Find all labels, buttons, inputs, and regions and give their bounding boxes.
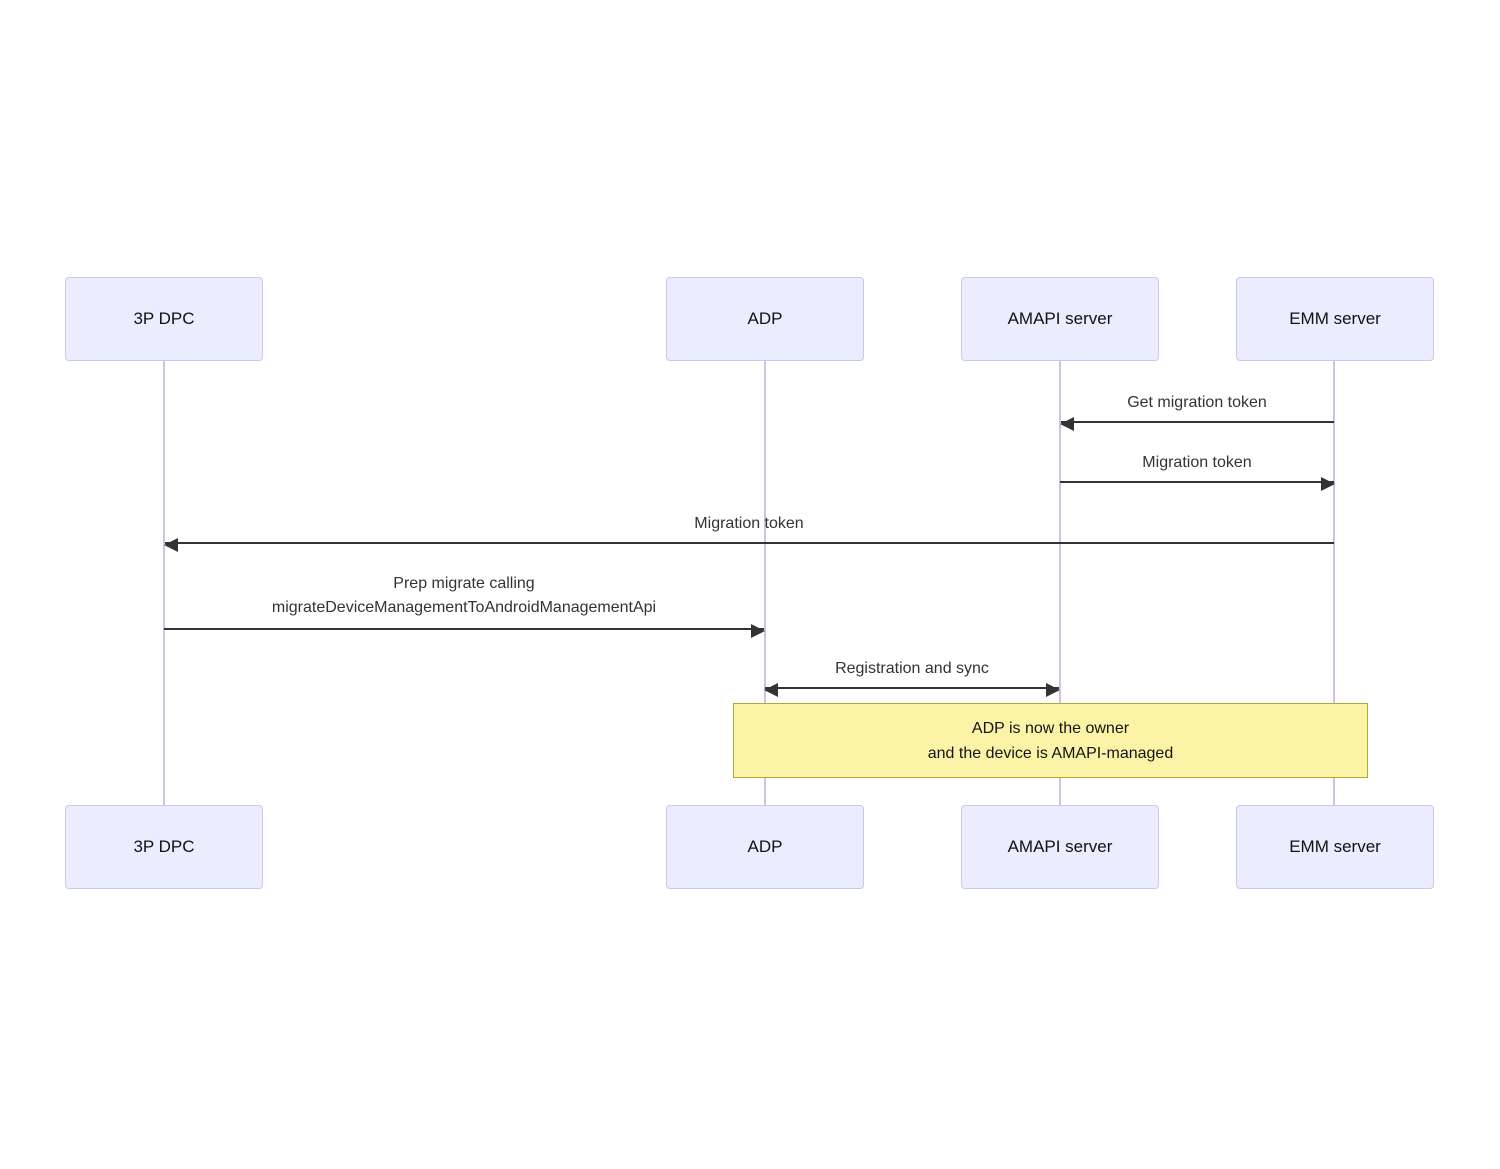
actor-top-emm-server: EMM server [1236,277,1434,361]
lifeline-emm-server [1333,361,1335,806]
actor-top-amapi-server: AMAPI server [961,277,1159,361]
message-label-prep-migrate: Prep migrate calling migrateDeviceManage… [271,575,657,616]
lifeline-amapi-server [1059,361,1061,806]
message-label-get-migration-token: Get migration token [1127,394,1267,411]
actor-label: AMAPI server [1007,837,1113,856]
message-line-prep-migrate [164,624,765,638]
actor-label: 3P DPC [133,837,195,856]
arrowhead-right-icon [1321,477,1335,491]
message-label-migration-token-reply: Migration token [1142,454,1252,471]
arrowhead-left-icon [764,683,778,697]
lifeline-3p-dpc [163,361,165,806]
message-label-migration-token-to-dpc: Migration token [694,515,804,532]
actor-label: 3P DPC [133,309,195,328]
actor-label: EMM server [1289,837,1381,856]
message-label-registration-and-sync: Registration and sync [835,660,989,677]
message-line-registration-and-sync [764,683,1060,697]
note-adp-owner: ADP is now the owner and the device is A… [733,703,1368,778]
arrowhead-left-icon [164,538,178,552]
lifeline-adp [764,361,766,806]
arrowhead-left-icon [1060,417,1074,431]
actor-bottom-3p-dpc: 3P DPC [65,805,263,889]
actor-label: ADP [747,837,783,856]
arrowhead-right-icon [751,624,765,638]
actor-top-3p-dpc: 3P DPC [65,277,263,361]
actor-bottom-emm-server: EMM server [1236,805,1434,889]
actor-top-adp: ADP [666,277,864,361]
arrowhead-right-icon [1046,683,1060,697]
actor-label: AMAPI server [1007,309,1113,328]
actor-label: ADP [747,309,783,328]
message-line-get-migration-token [1060,417,1334,431]
message-line-migration-token-to-dpc [164,538,1334,552]
actor-bottom-amapi-server: AMAPI server [961,805,1159,889]
actor-bottom-adp: ADP [666,805,864,889]
actor-label: EMM server [1289,309,1381,328]
message-line-migration-token-reply [1060,477,1335,491]
